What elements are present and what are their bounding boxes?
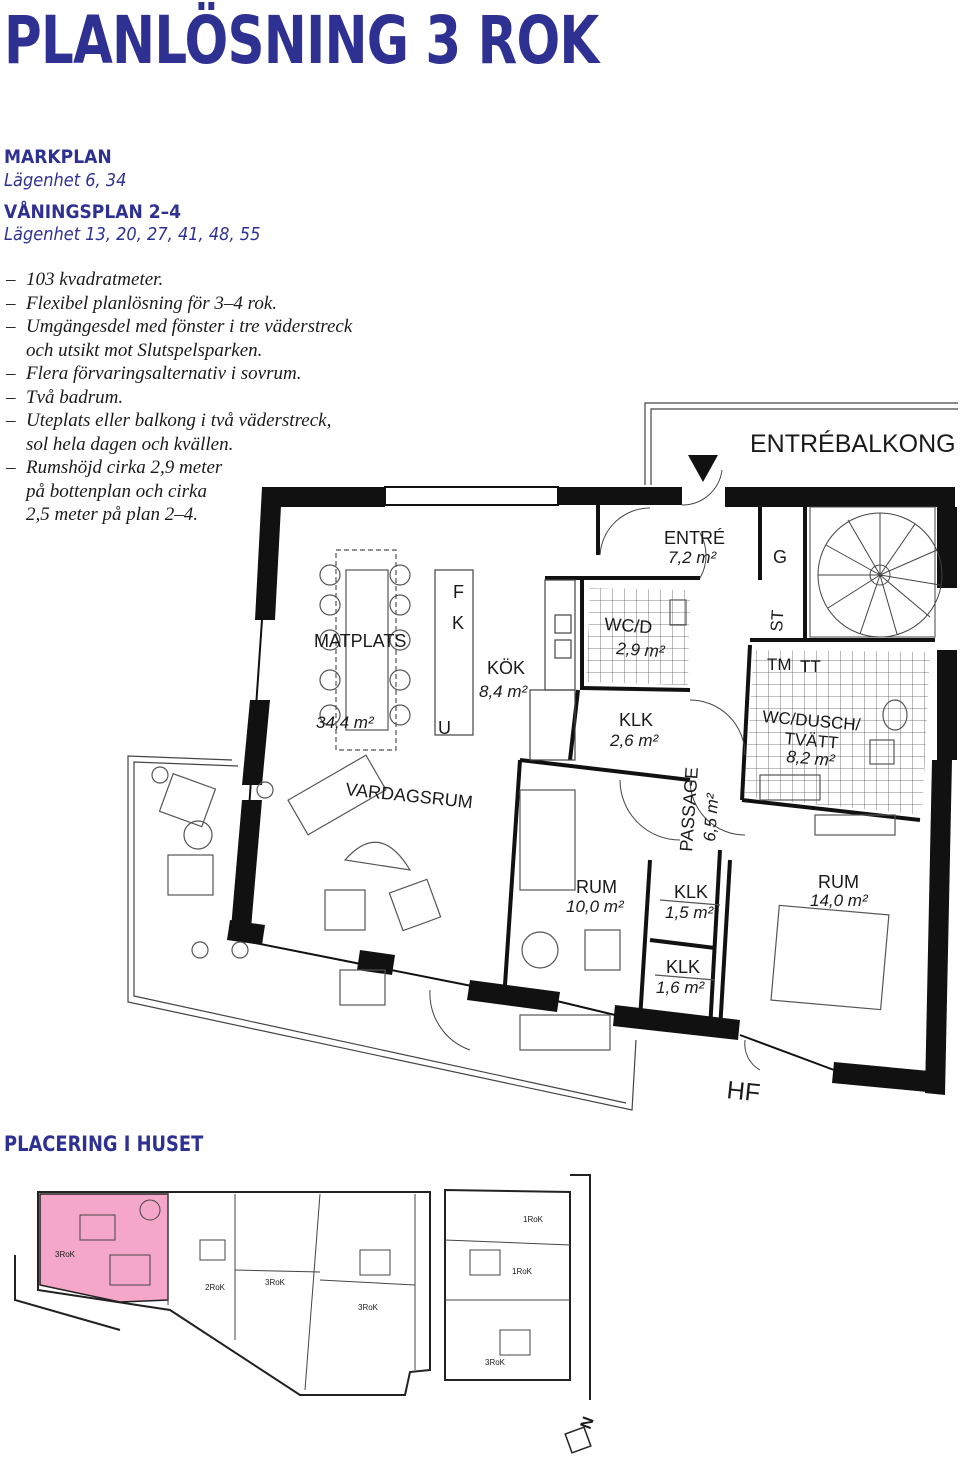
unit-label: 3RoK [358, 1303, 379, 1312]
fixture-g: G [773, 547, 787, 567]
room-name-entre: ENTRÉ [664, 528, 725, 548]
entrebalkong-label: ENTRÉBALKONG [750, 429, 956, 458]
exterior-walls [227, 486, 957, 1095]
door-swings [429, 469, 761, 1071]
feature-item: 103 kvadratmeter. [0, 268, 352, 292]
feature-item: Umgängesdel med fönster i tre väderstrec… [0, 315, 352, 362]
feature-item: Flera förvaringsalternativ i sovrum. [0, 362, 352, 386]
room-area-klk-1: 2,6 m² [609, 731, 660, 750]
unit-label: 1RoK [512, 1267, 533, 1276]
dining-table [319, 549, 411, 751]
feature-list: 103 kvadratmeter. Flexibel planlösning f… [0, 268, 352, 527]
kitchen-counter [434, 569, 576, 761]
room-name-kok: KÖK [487, 658, 525, 678]
bedroom-furniture [519, 789, 896, 1051]
room-area-klk-2: 1,5 m² [665, 903, 715, 922]
room-name-rum-1: RUM [576, 877, 617, 897]
site-plan: 3RoK 2RoK 3RoK 3RoK 1RoK 1RoK 3RoK N [14, 1174, 598, 1454]
room-name-klk-2: KLK [674, 882, 708, 902]
interior-walls [503, 505, 935, 1031]
markplan-apartments: Lägenhet 6, 34 [4, 170, 127, 191]
unit-label: 3RoK [265, 1278, 286, 1287]
spiral-stair [809, 506, 943, 638]
room-area-rum-2: 14,0 m² [810, 891, 869, 910]
feature-item: Flexibel planlösning för 3–4 rok. [0, 292, 352, 316]
balcony-outline [127, 402, 958, 1111]
entry-arrow-icon [688, 455, 718, 482]
room-name-klk-1: KLK [619, 710, 653, 730]
room-name-wcdusch-line2: TVÄTT [784, 729, 839, 753]
room-name-matplats: MATPLATS [314, 631, 406, 651]
fixture-tt: TT [800, 657, 821, 676]
floor-plan: ENTRÉBALKONG ENTRÉ 7,2 m² MATPLATS 34,4 … [127, 402, 958, 1111]
room-name-rum-2: RUM [818, 872, 859, 892]
fixture-k: K [452, 613, 464, 633]
room-area-kok: 8,4 m² [479, 682, 529, 701]
site-interior-lines [79, 1193, 571, 1391]
fixture-hf: HF [725, 1076, 761, 1107]
living-furniture [151, 754, 442, 1006]
room-area-wcd: 2,9 m² [615, 639, 667, 661]
feature-item: Uteplats eller balkong i två väderstreck… [0, 409, 352, 456]
vaningsplan-heading: VÅNINGSPLAN 2–4 [4, 201, 182, 223]
north-arrow-icon: N [564, 1415, 598, 1454]
room-area-matplats: 34,4 m² [316, 713, 375, 732]
unit-label: 2RoK [205, 1283, 226, 1292]
wall-lines [238, 619, 835, 1071]
feature-item: Rumshöjd cirka 2,9 meter på bottenplan o… [0, 456, 352, 527]
bathroom-fixtures [669, 599, 908, 801]
fixture-u: U [438, 718, 451, 738]
room-area-entre: 7,2 m² [668, 548, 718, 567]
room-name-wcd: WC/D [604, 614, 653, 637]
markplan-heading: MARKPLAN [4, 146, 112, 168]
room-area-wcdusch: 8,2 m² [786, 747, 837, 770]
unit-label: 1RoK [523, 1215, 544, 1224]
page-title: PLANLÖSNING 3 ROK [4, 2, 599, 79]
fixture-tm: TM [767, 655, 792, 674]
fixture-st: ST [767, 609, 787, 632]
apartment-highlight [39, 1193, 169, 1303]
north-label: N [578, 1415, 598, 1432]
room-area-rum-1: 10,0 m² [566, 897, 625, 916]
room-name-klk-3: KLK [666, 957, 700, 977]
tile-floor [586, 588, 930, 815]
unit-label: 3RoK [55, 1250, 76, 1259]
fixture-f: F [453, 582, 464, 602]
unit-label: 3RoK [485, 1358, 506, 1367]
placering-heading: PLACERING I HUSET [4, 1132, 204, 1156]
room-area-passage: 6,5 m² [700, 792, 722, 843]
vaningsplan-apartments: Lägenhet 13, 20, 27, 41, 48, 55 [4, 224, 261, 245]
room-area-klk-3: 1,6 m² [656, 978, 706, 997]
room-name-vardagsrum: VARDAGSRUM [345, 779, 474, 812]
site-unit-labels: 3RoK 2RoK 3RoK 3RoK 1RoK 1RoK 3RoK [55, 1215, 544, 1367]
site-outline [14, 1174, 591, 1400]
feature-item: Två badrum. [0, 386, 352, 410]
